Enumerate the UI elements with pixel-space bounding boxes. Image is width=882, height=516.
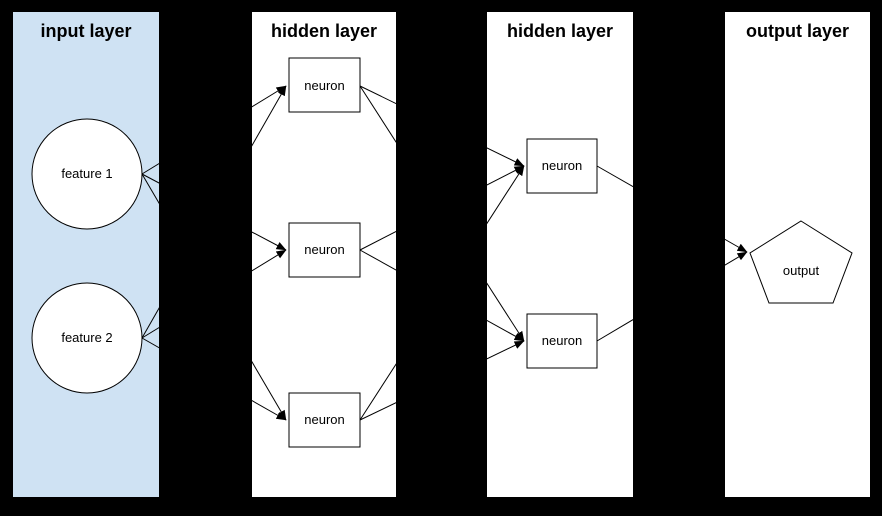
edge-h2-neuron-1-to-output	[596, 165, 748, 253]
edge-feature-2-to-h1-neuron-2	[141, 249, 287, 339]
edge-h1-neuron-2-to-h2-neuron-1	[359, 165, 525, 251]
output-label: output	[783, 263, 820, 278]
hidden-layer-2-panel	[487, 12, 633, 497]
h1-neuron-3-node	[288, 392, 361, 448]
hidden-layer-1-title: hidden layer	[271, 21, 377, 41]
h2-neuron-1-node	[526, 138, 598, 194]
feature-1-node	[31, 118, 143, 230]
edge-feature-2-to-h1-neuron-3	[141, 337, 287, 421]
edge-feature-1-to-h1-neuron-3	[141, 173, 287, 421]
input-layer-title: input layer	[40, 21, 131, 41]
edge-h2-neuron-2-to-output	[596, 251, 748, 342]
edge-feature-1-to-h1-neuron-1	[141, 85, 287, 175]
feature-2-label: feature 2	[61, 330, 112, 345]
edge-h1-neuron-1-to-h2-neuron-2	[359, 85, 525, 342]
h2-neuron-2-label: neuron	[542, 333, 582, 348]
h1-neuron-1-node	[288, 57, 361, 113]
h1-neuron-2-node	[288, 222, 361, 278]
feature-1-label: feature 1	[61, 166, 112, 181]
edge-h1-neuron-3-to-h2-neuron-2	[359, 340, 525, 421]
h1-neuron-2-label: neuron	[304, 242, 344, 257]
h2-neuron-2-node	[526, 313, 598, 369]
feature-2-node	[31, 282, 143, 394]
output-node	[749, 220, 853, 304]
hidden-layer-2-title: hidden layer	[507, 21, 613, 41]
edge-feature-2-to-h1-neuron-1	[141, 85, 287, 339]
h1-neuron-1-label: neuron	[304, 78, 344, 93]
edge-h1-neuron-3-to-h2-neuron-1	[359, 165, 525, 421]
output-layer-title: output layer	[746, 21, 849, 41]
edge-h1-neuron-1-to-h2-neuron-1	[359, 85, 525, 167]
input-layer-panel	[13, 12, 159, 497]
h1-neuron-3-label: neuron	[304, 412, 344, 427]
h2-neuron-1-label: neuron	[542, 158, 582, 173]
edge-h1-neuron-2-to-h2-neuron-2	[359, 249, 525, 342]
